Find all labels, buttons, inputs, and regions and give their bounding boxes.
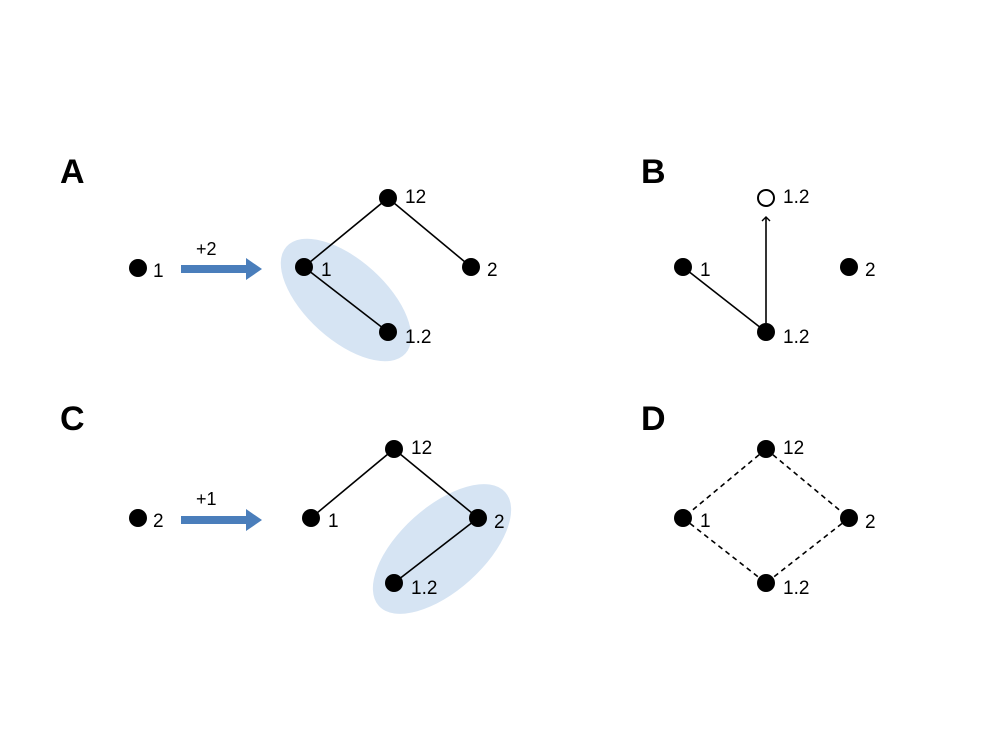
panel-d-label-2: 2 (865, 512, 876, 533)
panel-d-label-1: 1 (700, 511, 711, 532)
panel-a-transform-arrow (181, 258, 262, 280)
panel-c-node-1 (302, 509, 320, 527)
panel-b-label-1.2-open: 1.2 (783, 187, 809, 208)
panel-d-letter: D (641, 400, 666, 438)
panel-c-edge-2-1.2 (393, 517, 479, 584)
panel-c-node-12 (385, 440, 403, 458)
panel-d-label-1.2: 1.2 (783, 578, 809, 599)
panel-b: B 1.2 1 2 1.2 (641, 153, 876, 348)
panel-c-node-2 (469, 509, 487, 527)
panel-c-transform-arrow (181, 509, 262, 531)
panel-c: C 2 +1 12 1 2 1.2 (60, 400, 512, 614)
panel-c-edge-12-2 (393, 448, 479, 519)
panel-a-operation-label: +2 (196, 239, 217, 259)
panel-a: A 1 +2 12 1 2 1.2 (60, 153, 498, 362)
panel-c-label-12: 12 (411, 438, 432, 459)
panel-d-node-2 (840, 509, 858, 527)
panel-b-node-1.2 (757, 323, 775, 341)
panel-a-label-12: 12 (405, 187, 426, 208)
panel-c-label-1: 1 (328, 511, 339, 532)
panel-c-label-1.2: 1.2 (411, 578, 437, 599)
panel-a-edge-1-1.2 (303, 266, 389, 333)
panel-d-node-12 (757, 440, 775, 458)
panel-b-label-1: 1 (700, 260, 711, 281)
panel-a-label-1: 1 (321, 260, 332, 281)
panel-d-edge-12-1 (682, 448, 767, 519)
panel-d-node-1.2 (757, 574, 775, 592)
panel-d-label-12: 12 (783, 438, 804, 459)
panel-d-edge-12-2 (765, 448, 850, 519)
panel-a-node-12 (379, 189, 397, 207)
panel-a-node-1 (295, 258, 313, 276)
panel-a-start-label: 1 (153, 261, 164, 282)
panel-b-node-2 (840, 258, 858, 276)
panel-c-start-label: 2 (153, 511, 164, 532)
panel-c-highlight-ellipse (372, 484, 512, 614)
panel-c-start-node (129, 509, 147, 527)
panel-c-edge-12-1 (310, 448, 395, 519)
panel-d-edge-1-1.2 (682, 517, 767, 584)
panel-c-operation-label: +1 (196, 489, 217, 509)
panel-a-node-1.2 (379, 323, 397, 341)
panel-b-label-1.2: 1.2 (783, 327, 809, 348)
panel-a-node-2 (462, 258, 480, 276)
panel-a-letter: A (60, 153, 85, 191)
panel-b-edge-1-1.2 (682, 266, 767, 333)
panel-c-node-1.2 (385, 574, 403, 592)
panel-a-edge-12-1 (303, 197, 389, 268)
panel-c-letter: C (60, 400, 85, 438)
panel-d-node-1 (674, 509, 692, 527)
panel-b-label-2: 2 (865, 260, 876, 281)
panel-b-node-1.2-open (757, 189, 775, 207)
panel-a-edge-12-2 (387, 197, 472, 268)
panel-d-edge-2-1.2 (765, 517, 850, 584)
panel-d: D 12 1 2 1.2 (641, 400, 876, 599)
panel-a-label-1.2: 1.2 (405, 327, 431, 348)
panel-c-label-2: 2 (494, 512, 505, 533)
panel-a-start-node (129, 259, 147, 277)
panel-a-label-2: 2 (487, 260, 498, 281)
panel-b-node-1 (674, 258, 692, 276)
panel-b-letter: B (641, 153, 666, 191)
